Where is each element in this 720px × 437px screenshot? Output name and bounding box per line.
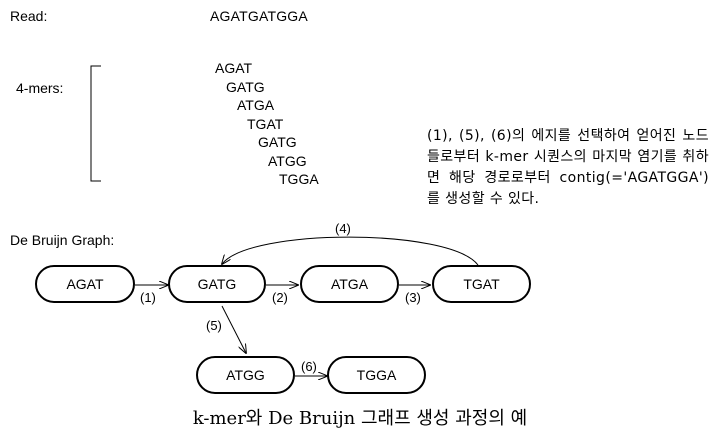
kmer-item: AGAT [215, 60, 253, 76]
kmer-item: GATG [258, 134, 297, 150]
kmer-item: TGAT [247, 116, 284, 132]
node-gatg: GATG [168, 265, 266, 303]
edge-5 [221, 305, 246, 353]
kmer-item: GATG [226, 79, 265, 95]
kmer-item: ATGA [237, 97, 275, 113]
read-label: Read: [10, 8, 48, 24]
edge-label-6: (6) [301, 359, 317, 374]
edge-label-3: (3) [405, 290, 421, 305]
figure-caption: k-mer와 De Bruijn 그래프 생성 과정의 예 [192, 408, 528, 429]
edge-4 [222, 236, 479, 265]
edge-label-2: (2) [272, 290, 288, 305]
edge-label-5: (5) [206, 318, 222, 333]
edge-label-1: (1) [140, 290, 156, 305]
read-sequence: AGATGATGGA [210, 8, 308, 24]
node-tgga: TGGA [327, 356, 426, 394]
kmers-label: 4-mers: [16, 80, 64, 96]
graph-label: De Bruijn Graph: [10, 232, 115, 248]
node-atga: ATGA [300, 265, 399, 303]
node-tgat: TGAT [432, 265, 531, 303]
edge-label-4: (4) [335, 221, 351, 236]
kmers-bracket [90, 65, 101, 182]
kmer-item: ATGG [268, 153, 307, 169]
node-agat: AGAT [35, 265, 135, 303]
node-atgg: ATGG [196, 356, 295, 394]
kmer-item: TGGA [279, 171, 319, 187]
description-text: (1), (5), (6)의 에지를 선택하여 얻어진 노드들로부터 k-mer… [427, 128, 709, 207]
